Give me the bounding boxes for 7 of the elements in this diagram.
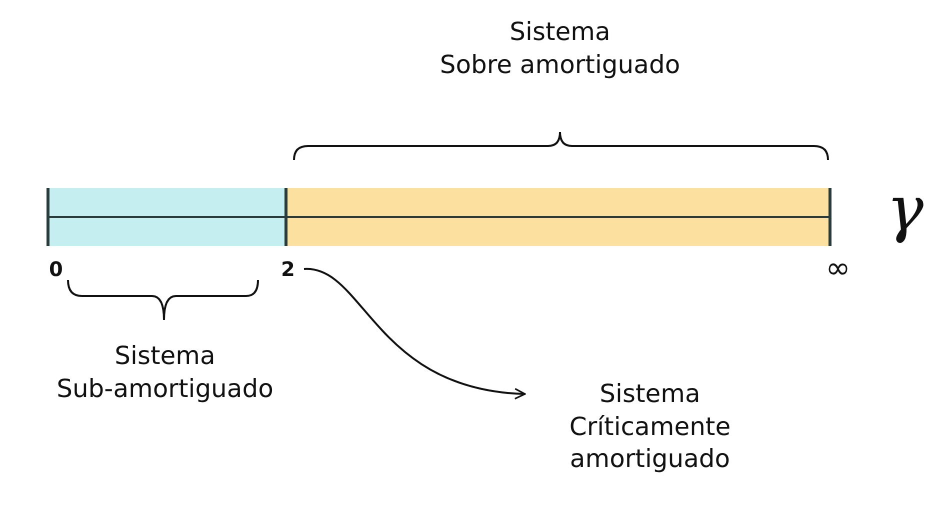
curved-arrow <box>304 268 526 399</box>
range-caption: Sistema Críticamente amortiguado <box>525 378 775 476</box>
range-caption: Sistema Sobre amortiguado <box>438 16 682 80</box>
range-caption: Sistema Sub-amortiguado <box>56 340 274 404</box>
tick-label: ∞ <box>824 252 852 285</box>
tick-label: 2 <box>276 256 300 282</box>
tick-label: 0 <box>48 256 64 282</box>
